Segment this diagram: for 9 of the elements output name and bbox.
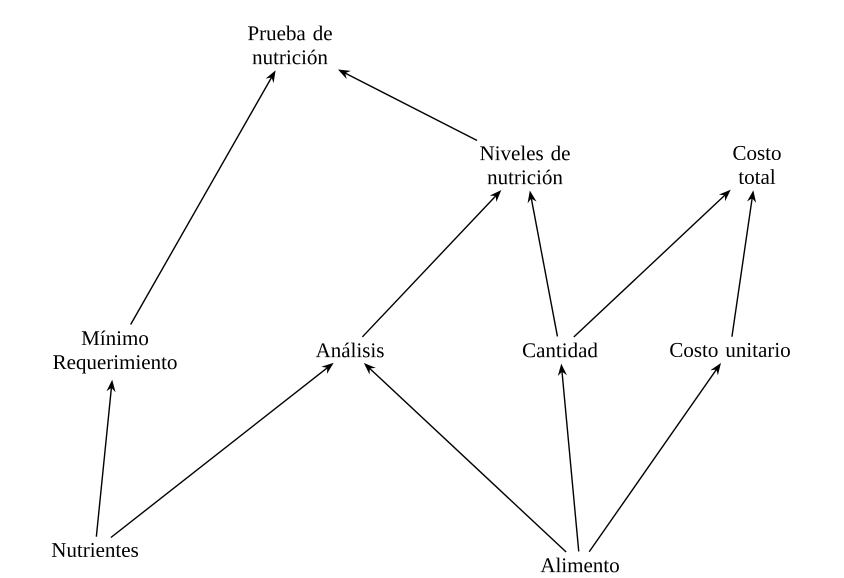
text-label: Niveles de nutrición <box>480 146 570 184</box>
text-label: Nutrientes <box>52 542 138 558</box>
text-label: Prueba de nutrición <box>248 26 332 64</box>
text-label: Cantidad <box>522 342 598 358</box>
text-label: Mínimo Requerimiento <box>53 330 177 374</box>
text-label: Alimento <box>540 558 619 572</box>
text-label: Costo total <box>733 146 781 184</box>
text-label: Costo unitario <box>670 342 790 358</box>
text-label: Análisis <box>316 342 384 358</box>
